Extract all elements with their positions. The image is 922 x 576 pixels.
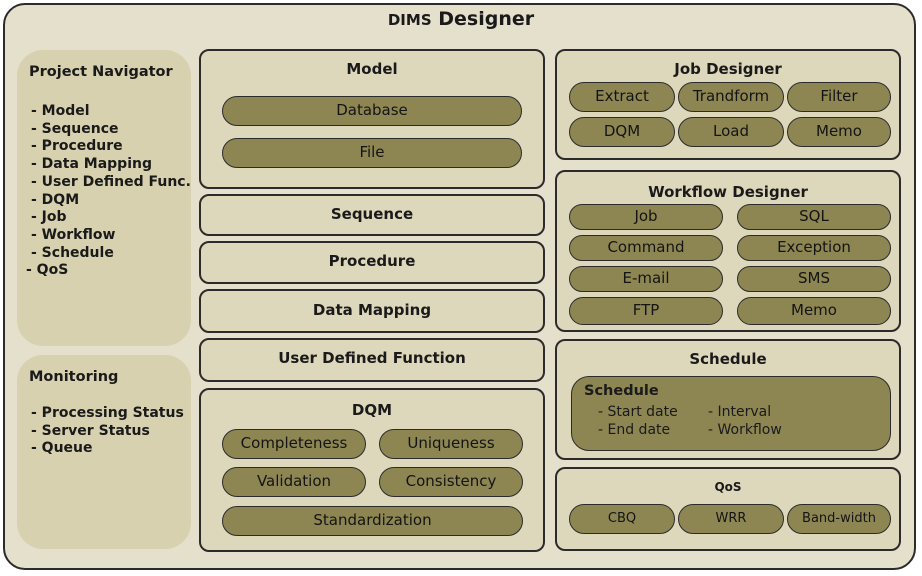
band-width-pill[interactable]: Band-width bbox=[787, 504, 891, 534]
job-dqm-pill[interactable]: DQM bbox=[569, 117, 675, 147]
load-pill[interactable]: Load bbox=[678, 117, 784, 147]
procedure-box[interactable]: Procedure bbox=[199, 241, 545, 284]
user-defined-function-title: User Defined Function bbox=[278, 349, 466, 367]
title-prefix: DIMS bbox=[387, 11, 432, 29]
monitoring-item-server-status[interactable]: - Server Status bbox=[31, 422, 150, 439]
schedule-start-date: - Start date bbox=[598, 404, 678, 420]
validation-pill[interactable]: Validation bbox=[222, 467, 366, 497]
sequence-title: Sequence bbox=[330, 205, 414, 223]
schedule-box: Schedule Schedule - Start date - End dat… bbox=[555, 339, 901, 460]
nav-item-sequence[interactable]: - Sequence bbox=[31, 120, 119, 137]
extract-pill[interactable]: Extract bbox=[569, 82, 675, 112]
wrr-pill[interactable]: WRR bbox=[678, 504, 784, 534]
wf-ftp-pill[interactable]: FTP bbox=[569, 297, 723, 325]
diagram-title: DIMS Designer bbox=[0, 8, 922, 30]
completeness-pill[interactable]: Completeness bbox=[222, 429, 366, 459]
dqm-title: DQM bbox=[351, 401, 393, 419]
project-navigator-panel: Project Navigator - Model - Sequence - P… bbox=[17, 50, 191, 346]
wf-command-pill[interactable]: Command bbox=[569, 235, 723, 261]
user-defined-function-box[interactable]: User Defined Function bbox=[199, 338, 545, 382]
wf-exception-pill[interactable]: Exception bbox=[737, 235, 891, 261]
monitoring-item-queue[interactable]: - Queue bbox=[31, 440, 93, 457]
schedule-interval: - Interval bbox=[708, 404, 772, 420]
schedule-inner-title: Schedule bbox=[584, 383, 659, 399]
schedule-workflow: - Workflow bbox=[708, 422, 782, 438]
monitoring-list: - Processing Status - Server Status - Qu… bbox=[31, 405, 184, 458]
wf-sql-pill[interactable]: SQL bbox=[737, 204, 891, 230]
file-pill[interactable]: File bbox=[222, 138, 522, 168]
data-mapping-box[interactable]: Data Mapping bbox=[199, 289, 545, 333]
schedule-end-date: - End date bbox=[598, 422, 671, 438]
nav-item-procedure[interactable]: - Procedure bbox=[31, 138, 123, 155]
nav-item-schedule[interactable]: - Schedule bbox=[31, 244, 114, 261]
nav-item-data-mapping[interactable]: - Data Mapping bbox=[31, 156, 152, 173]
schedule-inner-panel[interactable]: Schedule - Start date - End date - Inter… bbox=[571, 376, 891, 451]
project-navigator-list: - Model - Sequence - Procedure - Data Ma… bbox=[26, 103, 191, 280]
database-pill[interactable]: Database bbox=[222, 96, 522, 126]
job-memo-pill[interactable]: Memo bbox=[787, 117, 891, 147]
job-designer-title: Job Designer bbox=[674, 60, 782, 78]
procedure-title: Procedure bbox=[328, 252, 416, 270]
qos-title: QoS bbox=[714, 480, 742, 494]
standardization-pill[interactable]: Standardization bbox=[222, 506, 523, 536]
sequence-box[interactable]: Sequence bbox=[199, 194, 545, 236]
uniqueness-pill[interactable]: Uniqueness bbox=[379, 429, 523, 459]
dqm-box: DQM Completeness Uniqueness Validation C… bbox=[199, 388, 545, 552]
filter-pill[interactable]: Filter bbox=[787, 82, 891, 112]
qos-box: QoS CBQ WRR Band-width bbox=[555, 467, 901, 551]
model-title: Model bbox=[346, 60, 398, 78]
title-suffix: Designer bbox=[438, 8, 535, 30]
wf-memo-pill[interactable]: Memo bbox=[737, 297, 891, 325]
job-designer-box: Job Designer Extract Trandform Filter DQ… bbox=[555, 49, 901, 160]
nav-item-user-defined-func[interactable]: - User Defined Func. bbox=[31, 173, 191, 190]
model-box: Model Database File bbox=[199, 49, 545, 189]
nav-item-qos[interactable]: - QoS bbox=[26, 262, 69, 279]
workflow-designer-title: Workflow Designer bbox=[648, 183, 808, 201]
nav-item-model[interactable]: - Model bbox=[31, 103, 90, 119]
project-navigator-title: Project Navigator bbox=[29, 64, 173, 80]
data-mapping-title: Data Mapping bbox=[312, 301, 432, 319]
schedule-title: Schedule bbox=[689, 350, 767, 368]
monitoring-panel: Monitoring - Processing Status - Server … bbox=[17, 355, 191, 549]
wf-sms-pill[interactable]: SMS bbox=[737, 266, 891, 292]
nav-item-dqm[interactable]: - DQM bbox=[31, 191, 80, 208]
nav-item-job[interactable]: - Job bbox=[31, 209, 67, 226]
monitoring-title: Monitoring bbox=[29, 369, 119, 385]
trandform-pill[interactable]: Trandform bbox=[678, 82, 784, 112]
workflow-designer-box: Workflow Designer Job SQL Command Except… bbox=[555, 170, 901, 332]
consistency-pill[interactable]: Consistency bbox=[379, 467, 523, 497]
wf-email-pill[interactable]: E-mail bbox=[569, 266, 723, 292]
nav-item-workflow[interactable]: - Workflow bbox=[31, 226, 116, 243]
wf-job-pill[interactable]: Job bbox=[569, 204, 723, 230]
cbq-pill[interactable]: CBQ bbox=[569, 504, 675, 534]
monitoring-item-processing-status[interactable]: - Processing Status bbox=[31, 405, 184, 421]
